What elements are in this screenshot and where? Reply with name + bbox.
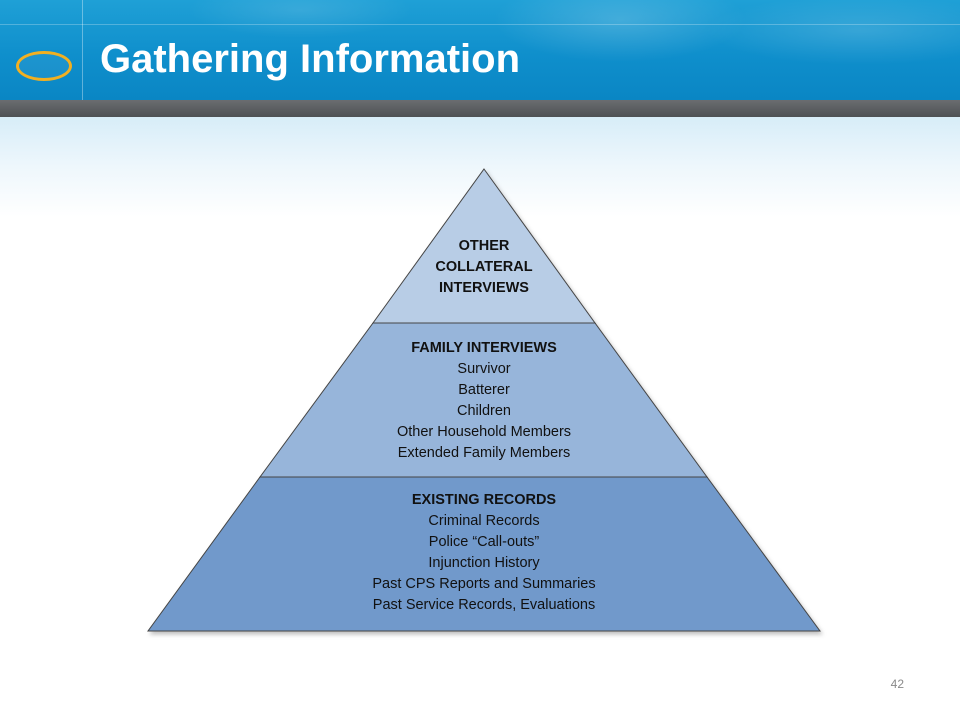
bottom-item: Past CPS Reports and Summaries xyxy=(372,576,596,592)
bottom-item: Past Service Records, Evaluations xyxy=(372,597,596,613)
top-line-2: COLLATERAL xyxy=(435,259,533,275)
pyramid-top-text: OTHER COLLATERAL INTERVIEWS xyxy=(384,236,584,299)
slide-title: Gathering Information xyxy=(100,37,520,81)
header-dark-band xyxy=(0,100,960,117)
middle-heading: FAMILY INTERVIEWS xyxy=(411,340,557,356)
header-divider-vertical xyxy=(82,0,83,100)
middle-item: Extended Family Members xyxy=(397,445,571,461)
pyramid-bottom-text: EXISTING RECORDS Criminal Records Police… xyxy=(284,490,684,616)
middle-item: Survivor xyxy=(457,361,511,377)
logo-ellipse-icon xyxy=(16,51,72,81)
pyramid-middle-text: FAMILY INTERVIEWS Survivor Batterer Chil… xyxy=(334,338,634,464)
slide-header: Gathering Information xyxy=(0,0,960,100)
top-line-1: OTHER xyxy=(458,238,510,254)
middle-item: Batterer xyxy=(458,382,510,398)
bottom-item: Injunction History xyxy=(428,555,540,571)
middle-item: Children xyxy=(457,403,511,419)
pyramid-tier-top xyxy=(372,168,596,324)
middle-item: Other Household Members xyxy=(396,424,572,440)
header-divider-horizontal xyxy=(0,24,960,25)
header-texture xyxy=(0,0,960,100)
bottom-item: Police “Call-outs” xyxy=(428,534,540,550)
bottom-item: Criminal Records xyxy=(428,513,540,529)
top-line-3: INTERVIEWS xyxy=(439,280,529,296)
bottom-heading: EXISTING RECORDS xyxy=(411,492,557,508)
page-number: 42 xyxy=(890,677,904,691)
